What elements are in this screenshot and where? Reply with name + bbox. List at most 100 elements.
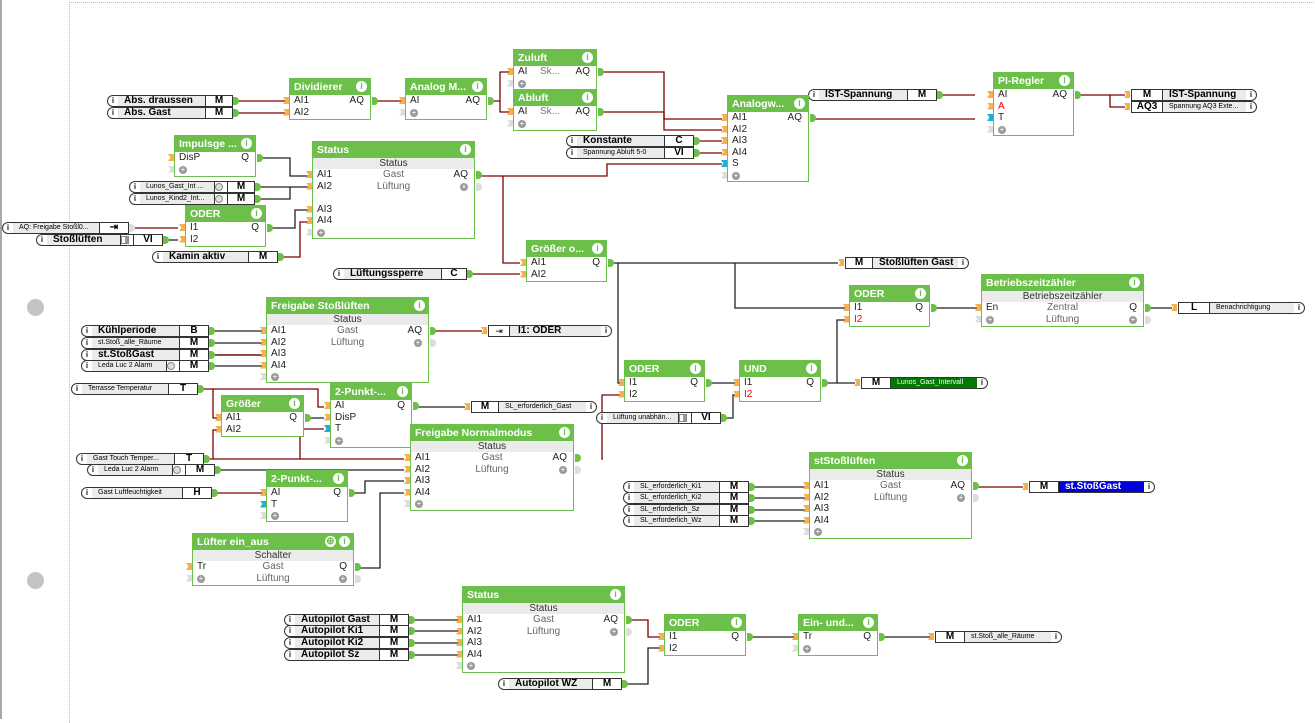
input-pin[interactable]: T	[335, 423, 342, 434]
input-pin[interactable]: AI3	[814, 503, 830, 514]
input-pin[interactable]: I1	[190, 222, 199, 233]
info-icon[interactable]: i	[627, 482, 631, 491]
input-pin[interactable]: AI3	[271, 348, 287, 359]
add-input-icon[interactable]: +	[467, 661, 475, 670]
info-icon[interactable]: i	[289, 398, 300, 409]
info-icon[interactable]: i	[241, 138, 252, 149]
info-icon[interactable]: i	[961, 258, 965, 267]
input-pin[interactable]: AI3	[415, 475, 431, 486]
info-icon[interactable]: i	[85, 488, 89, 497]
info-icon[interactable]: i	[1249, 102, 1253, 111]
input-pin[interactable]: I1	[629, 377, 638, 388]
add-input-icon[interactable]: +	[415, 499, 423, 508]
block-header[interactable]: Impulsge ...i	[175, 136, 255, 152]
add-output-icon[interactable]: +	[339, 573, 347, 583]
add-input-icon[interactable]: +	[803, 643, 811, 653]
info-icon[interactable]: i	[1297, 303, 1301, 312]
wire[interactable]	[734, 263, 845, 309]
input-pin[interactable]: AI4	[415, 486, 431, 498]
add-input-icon[interactable]: +	[518, 78, 526, 88]
info-icon[interactable]: i	[690, 363, 701, 374]
input-pin[interactable]: AI4	[317, 215, 333, 226]
block-header[interactable]: Größer o...i	[527, 241, 606, 257]
info-icon[interactable]: i	[1059, 75, 1070, 86]
wire[interactable]	[352, 480, 404, 494]
add-input-icon[interactable]: +	[814, 527, 822, 536]
input-pin[interactable]: AI2	[531, 268, 547, 280]
input-pin[interactable]: AI	[518, 66, 528, 77]
info-icon[interactable]: i	[472, 81, 483, 92]
info-icon[interactable]: i	[156, 252, 160, 261]
info-icon[interactable]: i	[40, 235, 44, 244]
add-input-icon[interactable]: +	[197, 573, 205, 583]
input-pin[interactable]: AI4	[467, 648, 483, 660]
output-pin[interactable]: AQ	[465, 95, 480, 106]
info-icon[interactable]: i	[80, 454, 84, 463]
info-icon[interactable]: i	[863, 617, 874, 628]
info-icon[interactable]: i	[980, 378, 984, 387]
output-pin[interactable]: Q	[731, 631, 739, 642]
output-pin[interactable]: AQ	[1052, 89, 1067, 100]
info-icon[interactable]: i	[915, 288, 926, 299]
output-pin[interactable]: Q	[241, 152, 249, 163]
input-pin[interactable]: AI1	[294, 95, 310, 106]
input-pin[interactable]: AI2	[814, 491, 830, 503]
block-header[interactable]: 2-Punkt-...i	[267, 471, 347, 487]
wire[interactable]	[478, 163, 722, 177]
input-pin[interactable]: I2	[669, 642, 678, 654]
input-pin[interactable]: AI3	[732, 135, 748, 146]
input-pin[interactable]: AI	[271, 487, 281, 498]
toggle-icon[interactable]	[679, 414, 687, 422]
input-pin[interactable]: AI	[410, 95, 420, 106]
output-pin[interactable]: AQ	[407, 325, 422, 336]
info-icon[interactable]: i	[1054, 632, 1058, 641]
input-pin[interactable]: AI	[518, 106, 528, 117]
wire[interactable]	[724, 394, 735, 419]
info-icon[interactable]: i	[288, 626, 292, 635]
output-pin[interactable]: Q	[339, 561, 347, 572]
wire[interactable]	[600, 111, 722, 131]
wire[interactable]	[752, 486, 805, 522]
input-pin[interactable]: AI3	[317, 203, 333, 215]
input-pin[interactable]: AI1	[467, 614, 483, 625]
info-icon[interactable]: i	[1147, 482, 1151, 491]
info-icon[interactable]: i	[794, 98, 805, 109]
output-pin[interactable]: Q	[289, 412, 297, 423]
add-input-icon[interactable]: +	[986, 314, 994, 324]
block-header[interactable]: Lüfter ein_aus⊕i	[193, 534, 353, 550]
info-icon[interactable]: i	[592, 243, 603, 254]
info-icon[interactable]: i	[589, 402, 593, 411]
output-pin[interactable]: Q	[592, 257, 600, 268]
info-icon[interactable]: i	[288, 650, 292, 659]
add-input-icon[interactable]: +	[518, 118, 526, 128]
info-icon[interactable]: i	[85, 361, 89, 370]
add-input-icon[interactable]: +	[335, 435, 343, 445]
info-icon[interactable]: i	[610, 589, 621, 600]
output-pin[interactable]: AQ	[349, 95, 364, 106]
